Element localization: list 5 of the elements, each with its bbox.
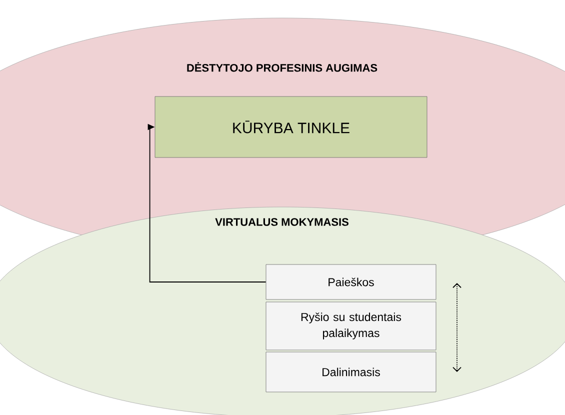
list-box: Ryšio su studentais palaikymas [266,302,436,350]
list-box: Paieškos [266,264,436,300]
list-box: Dalinimasis [266,352,436,392]
process-box: KŪRYBA TINKLE [154,96,428,158]
arrow [148,124,266,282]
